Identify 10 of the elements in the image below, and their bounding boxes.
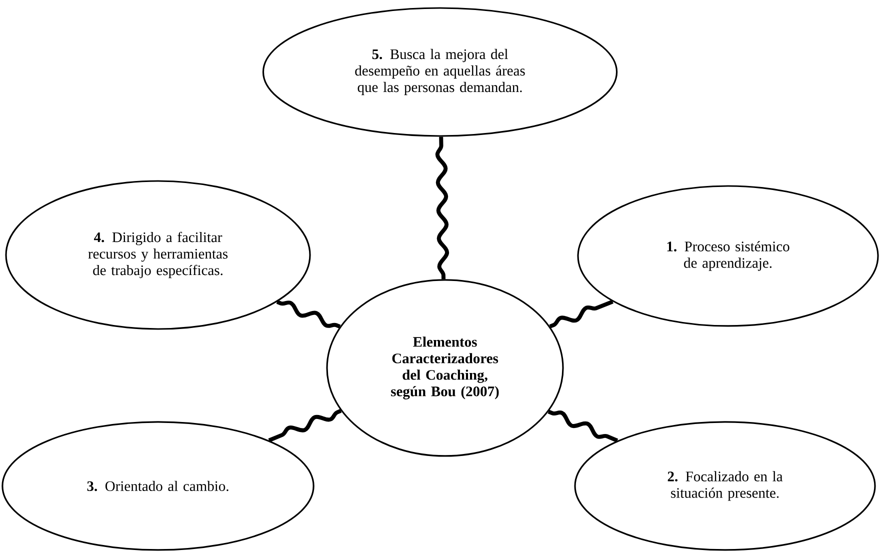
- wavy-connector: [435, 136, 450, 280]
- ellipse-node: 3. Orientado al cambio.: [2, 421, 314, 551]
- ellipse-node: 5. Busca la mejora del desempeño en aquellas áreas que las personas demandan.: [262, 7, 618, 137]
- wavy-connector: [549, 300, 614, 328]
- ellipse-node: 4. Dirigido a facilitar recursos y herramientas de trabajo específicas.: [5, 180, 311, 330]
- wavy-connector: [276, 300, 341, 328]
- wavy-connector: [268, 408, 342, 442]
- wavy-connector: [548, 410, 618, 442]
- ellipse-node: 1. Proceso sistémico de aprendizaje.: [577, 185, 879, 327]
- ellipse-node: 2. Focalizado en la situación presente.: [574, 421, 876, 551]
